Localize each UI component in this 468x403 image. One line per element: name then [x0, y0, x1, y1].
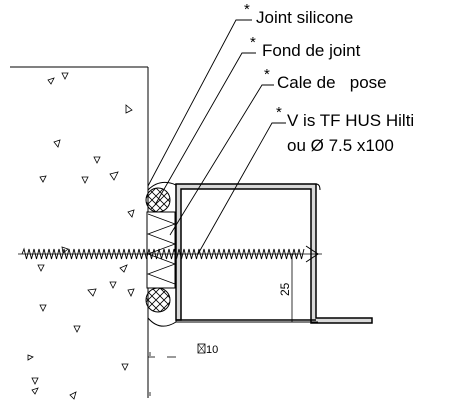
callouts: * Joint silicone * Fond de joint * Cale …	[244, 1, 414, 155]
marker-cale-de-pose: *	[264, 66, 270, 83]
dimension-10-label: 10	[206, 344, 218, 356]
silicone-joint	[147, 181, 177, 327]
concrete-wall	[10, 66, 149, 400]
label-vis-line1: V is TF HUS Hilti	[287, 111, 414, 130]
concrete-aggregate	[27, 72, 135, 400]
dimension-25-label: 25	[278, 282, 292, 296]
marker-fond-de-joint: *	[250, 34, 256, 51]
marker-joint-silicone: *	[244, 1, 250, 18]
dimension-10: 10	[148, 343, 218, 358]
label-fond-de-joint: Fond de joint	[262, 41, 361, 60]
label-vis-line2: ou Ø 7.5 x100	[287, 136, 394, 155]
gap-symbol-icon	[197, 343, 206, 354]
shim-cale	[146, 211, 177, 289]
leader-lines	[147, 19, 286, 255]
label-joint-silicone: Joint silicone	[256, 8, 353, 27]
steel-profile	[175, 183, 373, 324]
marker-vis: *	[276, 104, 282, 121]
label-cale-de-pose: Cale de pose	[277, 73, 387, 92]
dimension-25: 25	[278, 253, 297, 323]
anchor-screw	[18, 245, 322, 263]
